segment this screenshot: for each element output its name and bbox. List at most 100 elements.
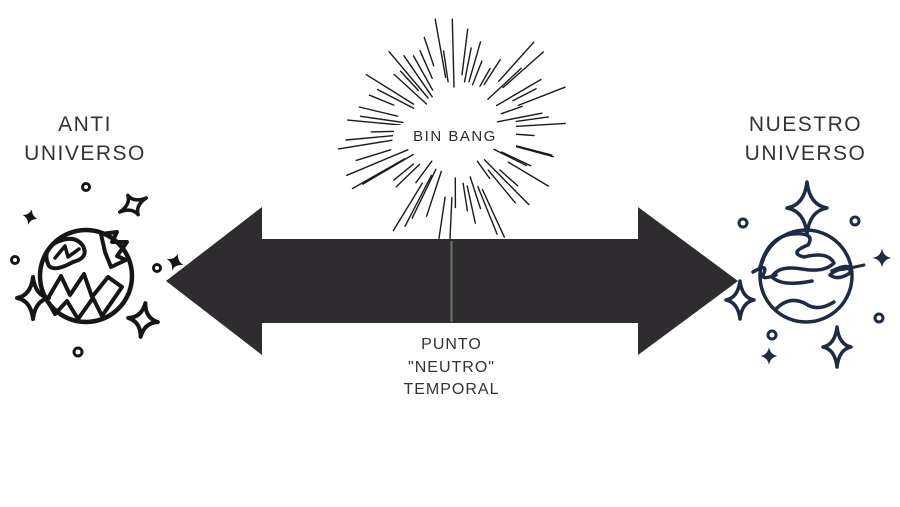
starburst-ray (493, 148, 528, 167)
starburst-ray (487, 67, 522, 101)
starburst-ray (392, 182, 424, 232)
starburst-ray (499, 169, 519, 187)
starburst-ray (388, 50, 429, 99)
starburst-ray (451, 18, 455, 88)
starburst-ray (359, 115, 404, 124)
continent-scribble (45, 272, 124, 321)
starburst-ray (346, 149, 409, 177)
continent-scribble (44, 236, 87, 271)
starburst-ray (515, 116, 550, 123)
starburst-ray (368, 94, 395, 106)
starburst-ray (483, 159, 530, 206)
small-star-icon (872, 248, 892, 268)
starburst-ray (412, 55, 434, 91)
small-star-icon (166, 253, 184, 271)
starburst-ray (423, 36, 435, 67)
anti-universe-label-line2: UNIVERSO (24, 142, 146, 165)
starburst-ray (403, 55, 433, 98)
starburst-ray (411, 168, 437, 219)
our-universe-label: NUESTRO UNIVERSO (713, 110, 898, 168)
dot-star-icon (737, 217, 749, 229)
starburst-ray (337, 139, 393, 150)
our-universe-planet-icon (724, 180, 892, 369)
starburst-ray (517, 86, 566, 107)
starburst-ray (477, 185, 498, 235)
continent-scribble (844, 263, 866, 271)
starburst-ray (476, 160, 491, 180)
sparkle-icon (118, 193, 148, 217)
planet-outline (758, 228, 854, 324)
starburst-ray (355, 149, 392, 162)
neutral-point-line2: "NEUTRO" (408, 358, 495, 376)
sparkle-icon (821, 325, 853, 369)
sparkle-icon (15, 275, 51, 321)
starburst-ray (469, 176, 482, 210)
starburst-ray (415, 160, 433, 184)
starburst-ray (434, 18, 447, 79)
small-star-icon (22, 209, 38, 225)
dot-star-icon (152, 263, 162, 273)
starburst-ray (438, 196, 446, 240)
continent-scribble (751, 266, 778, 280)
continent-scribble (774, 298, 836, 311)
starburst-ray (466, 185, 477, 224)
sparkle-icon (126, 301, 160, 339)
starburst-ray (512, 88, 537, 102)
starburst-ray (500, 151, 532, 167)
starburst-ray (479, 67, 491, 88)
starburst-ray (345, 134, 394, 141)
continent-scribble (53, 244, 81, 260)
starburst-ray (481, 188, 506, 238)
continent-scribble (828, 264, 852, 280)
starburst-ray (497, 41, 535, 83)
anti-universe-label-line1: ANTI (58, 113, 112, 136)
planet-outline (37, 227, 135, 325)
dot-star-icon (873, 312, 885, 324)
starburst-ray (347, 119, 401, 126)
starburst-ray (393, 163, 415, 181)
anti-universe-label: ANTI UNIVERSO (0, 110, 170, 168)
dot-star-icon (81, 182, 91, 192)
starburst-ray (468, 41, 482, 83)
starburst-ray (404, 174, 433, 228)
starburst-ray (376, 88, 415, 110)
small-star-icon (760, 347, 778, 365)
our-universe-label-line2: UNIVERSO (744, 142, 867, 165)
starburst-ray (351, 158, 406, 190)
starburst-ray (462, 182, 469, 212)
big-bang-starburst-icon (337, 18, 567, 246)
starburst-ray (419, 50, 433, 79)
starburst-ray (502, 51, 545, 89)
starburst-ray (399, 70, 420, 92)
starburst-ray (483, 58, 501, 86)
starburst-ray (365, 74, 415, 105)
starburst-ray (500, 105, 523, 115)
dot-star-icon (10, 255, 20, 265)
starburst-ray (495, 78, 542, 107)
starburst-ray (425, 170, 443, 217)
starburst-ray (395, 163, 421, 188)
starburst-ray (461, 28, 469, 76)
sparkle-icon (724, 279, 756, 321)
starburst-ray (463, 47, 472, 83)
big-bang-label: BIN BANG (394, 125, 516, 148)
continent-scribble (99, 230, 129, 269)
starburst-ray (496, 112, 543, 123)
neutral-point-label: PUNTO "NEUTRO" TEMPORAL (374, 334, 529, 402)
starburst-ray (487, 169, 517, 204)
starburst-ray (507, 161, 550, 187)
dot-star-icon (849, 215, 861, 227)
dot-star-icon (766, 329, 778, 341)
anti-universe-planet-icon (10, 182, 184, 358)
starburst-ray (393, 73, 428, 105)
our-universe-label-line1: NUESTRO (748, 113, 863, 136)
starburst-ray (471, 60, 483, 86)
neutral-point-line1: PUNTO (421, 336, 482, 353)
dot-star-icon (72, 346, 84, 358)
starburst-ray (507, 122, 567, 128)
neutral-point-line3: TEMPORAL (403, 381, 500, 398)
starburst-ray (358, 106, 399, 117)
starburst-ray (442, 50, 449, 83)
